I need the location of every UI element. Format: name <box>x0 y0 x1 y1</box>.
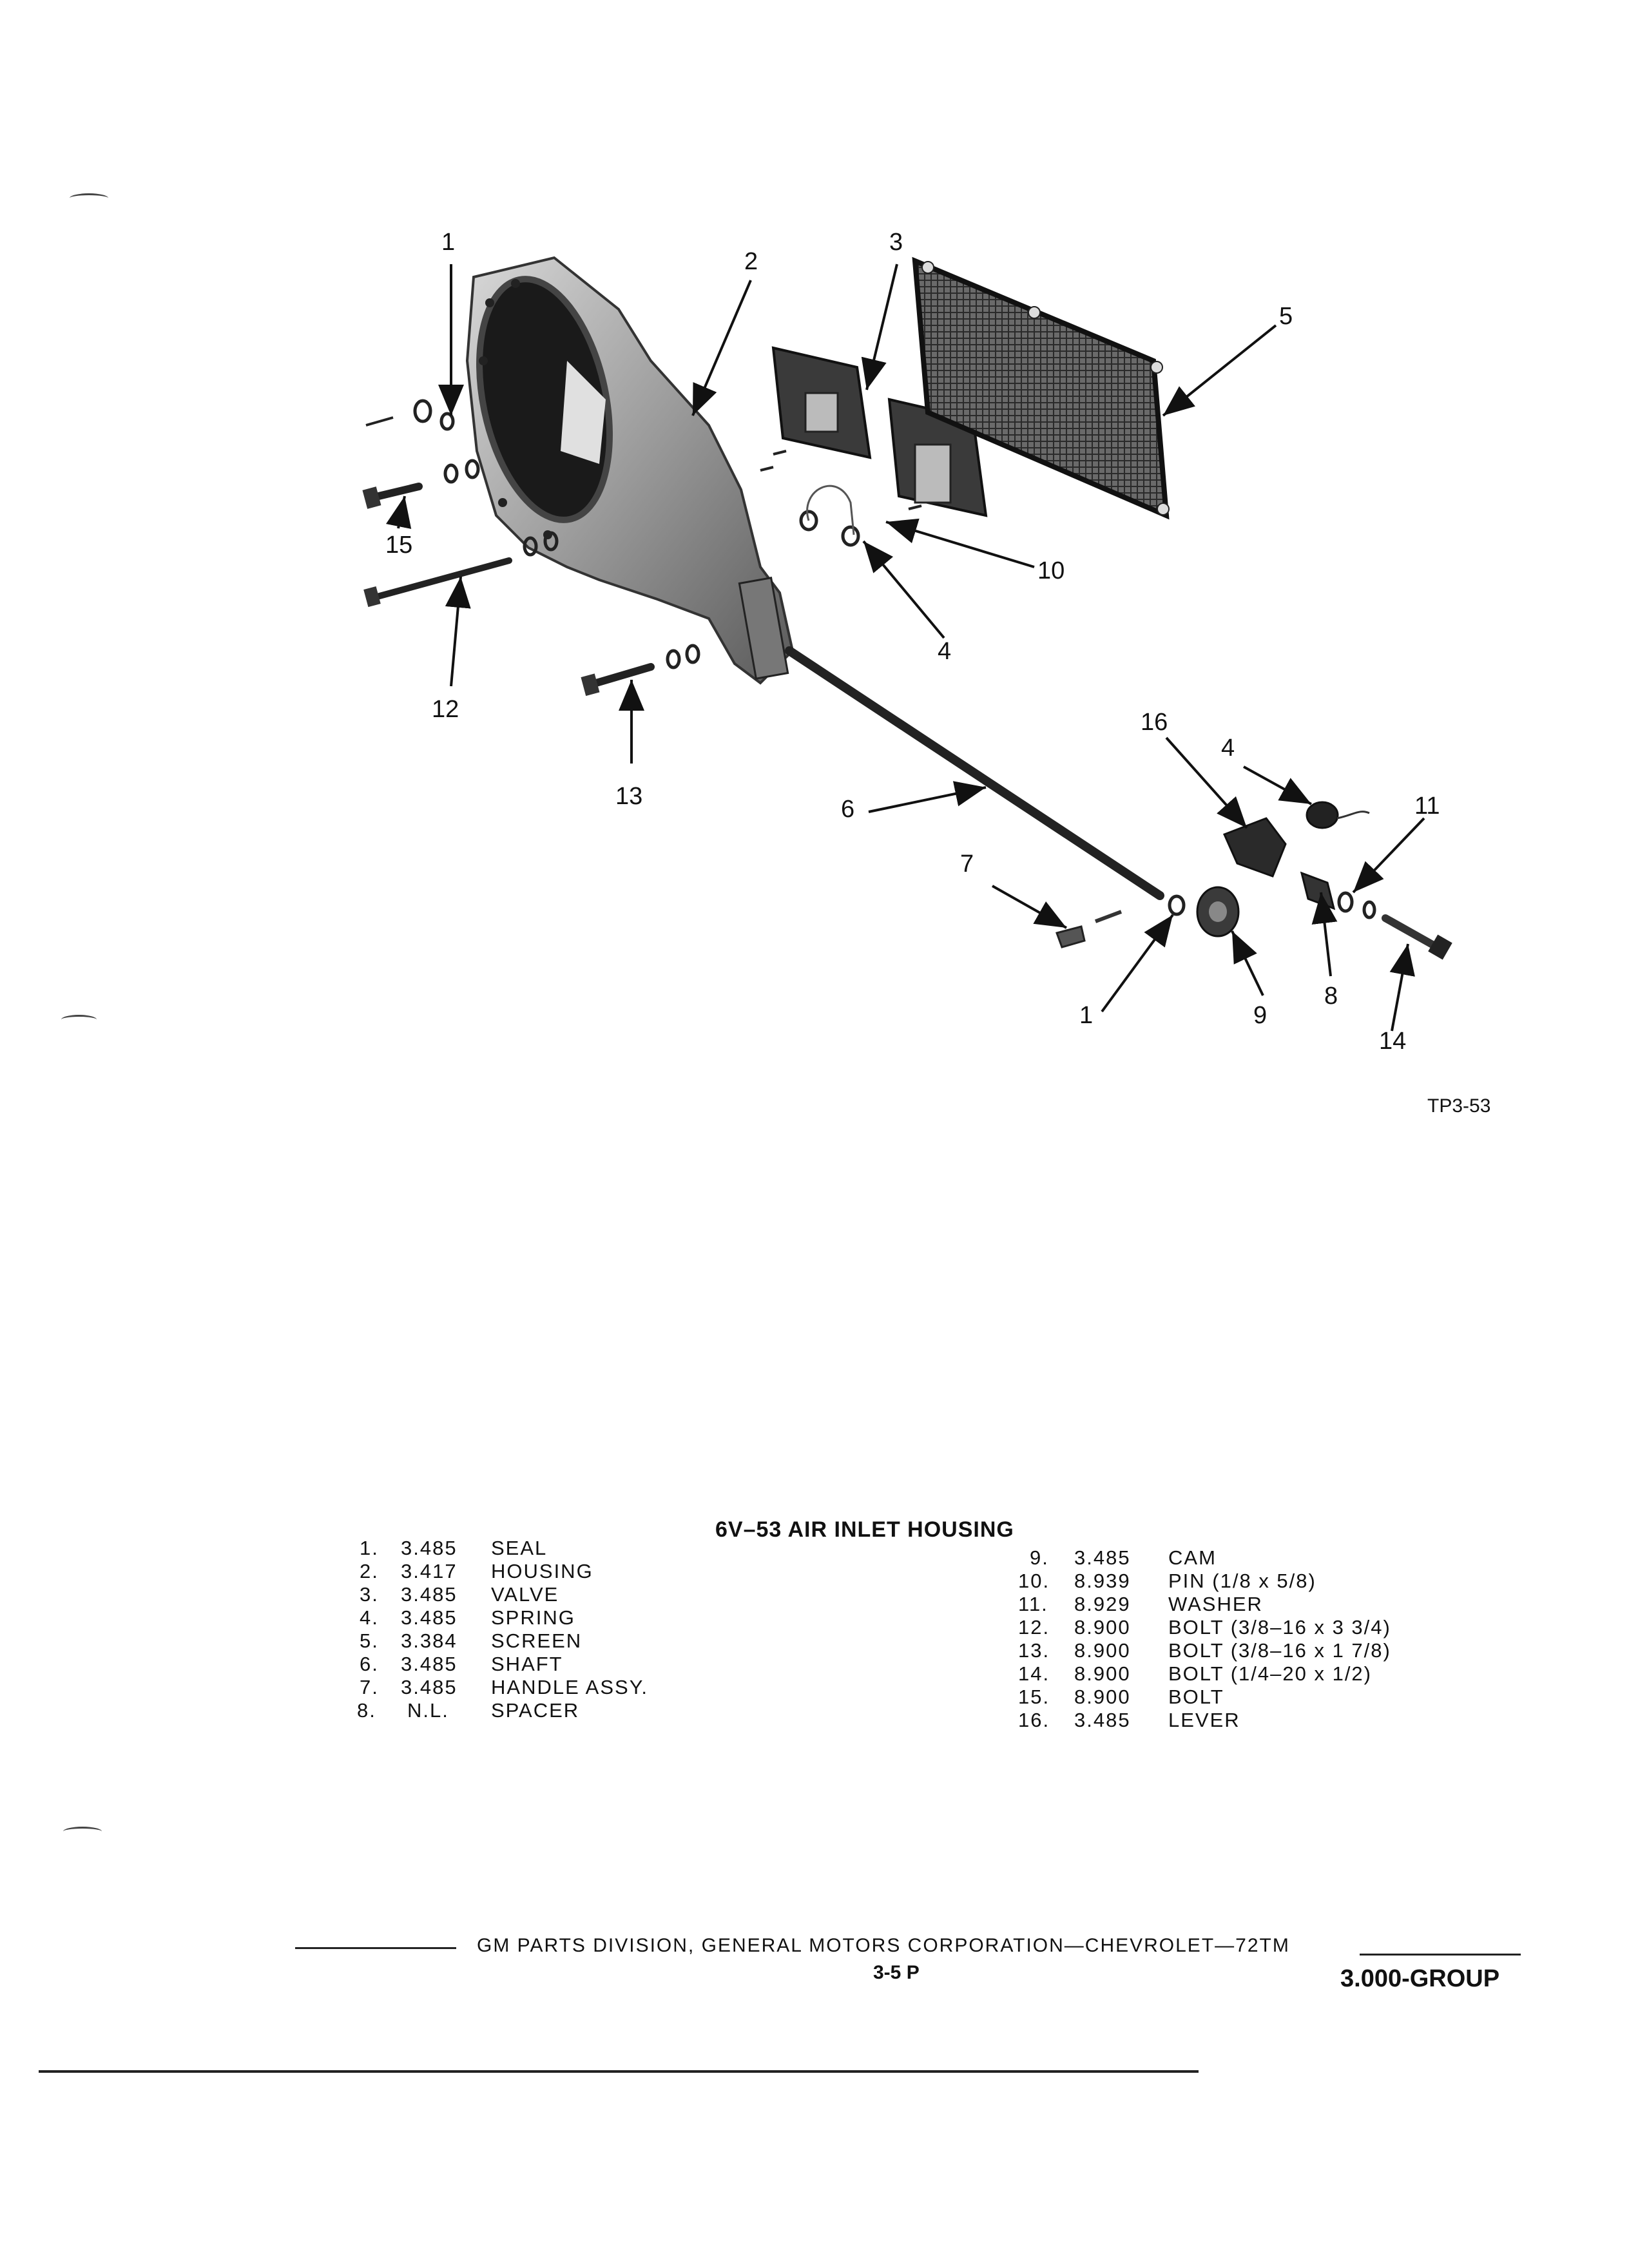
leader-lines <box>385 264 1425 1032</box>
shaft-part <box>785 646 1164 900</box>
figure-reference: TP3-53 <box>1427 1095 1491 1117</box>
callout-label: 10 <box>1037 557 1065 584</box>
footer-rule-left <box>295 1947 456 1949</box>
air-inlet-housing <box>465 256 795 685</box>
callout-label: 15 <box>385 532 413 559</box>
group-number: 8.929 <box>1074 1593 1131 1615</box>
spring-part <box>806 485 855 535</box>
part-name: BOLT (1/4–20 x 1/2) <box>1168 1662 1373 1685</box>
part-name: BOLT (3/8–16 x 3 3/4) <box>1168 1616 1391 1639</box>
group-number: 8.900 <box>1074 1662 1131 1685</box>
callout-label: 4 <box>938 638 952 665</box>
part-number: 10. <box>1018 1570 1050 1592</box>
group-number: 8.939 <box>1074 1570 1131 1592</box>
part-name: SPACER <box>491 1699 580 1722</box>
part-number: 14. <box>1018 1662 1050 1685</box>
part-number: 12. <box>1018 1616 1050 1639</box>
group-number: 3.485 <box>401 1606 458 1629</box>
margin-mark <box>61 1015 97 1024</box>
section-group: 3.000-GROUP <box>1340 1965 1500 1992</box>
group-number: 8.900 <box>1074 1686 1131 1708</box>
alignment-lines <box>365 416 922 510</box>
part-name: PIN (1/8 x 5/8) <box>1168 1570 1316 1592</box>
group-number: 3.384 <box>401 1629 458 1652</box>
part-name: HOUSING <box>491 1560 593 1582</box>
callout-label: 7 <box>960 850 974 878</box>
seal-washer-parts <box>413 399 1376 919</box>
screen-part <box>912 256 1170 520</box>
part-number: 11. <box>1018 1593 1048 1615</box>
part-number: 9. <box>1030 1546 1049 1569</box>
page-bottom-rule <box>39 2070 1199 2073</box>
callout-label: 12 <box>432 696 459 723</box>
callout-label: 11 <box>1414 793 1440 820</box>
part-name: BOLT (3/8–16 x 1 7/8) <box>1168 1639 1391 1662</box>
callout-label: 4 <box>1221 735 1235 762</box>
footer-publisher: GM PARTS DIVISION, GENERAL MOTORS CORPOR… <box>477 1935 1290 1956</box>
part-number: 5. <box>360 1629 379 1652</box>
callout-label: 5 <box>1279 303 1293 330</box>
part-number: 6. <box>360 1653 379 1675</box>
callout-label: 16 <box>1141 709 1168 736</box>
callout-label: 14 <box>1379 1028 1407 1055</box>
bolt-parts <box>362 483 1452 960</box>
part-name: CAM <box>1168 1546 1217 1569</box>
part-number: 15. <box>1018 1686 1050 1708</box>
part-number: 3. <box>360 1583 379 1606</box>
callout-label: 8 <box>1324 983 1338 1010</box>
part-number: 2. <box>360 1560 379 1582</box>
part-name: WASHER <box>1168 1593 1263 1615</box>
part-name: SHAFT <box>491 1653 563 1675</box>
part-number: 7. <box>360 1676 379 1698</box>
parts-list-title: 6V–53 AIR INLET HOUSING <box>715 1517 1014 1542</box>
callout-label: 6 <box>841 796 855 823</box>
part-name: LEVER <box>1168 1709 1240 1731</box>
callout-label: 2 <box>744 248 758 275</box>
lever-cam-assembly <box>1055 801 1370 948</box>
part-name: HANDLE ASSY. <box>491 1676 648 1698</box>
margin-mark <box>70 193 108 203</box>
page-number: 3-5 P <box>873 1962 920 1983</box>
callout-label: 1 <box>441 229 456 256</box>
callout-label: 9 <box>1253 1002 1268 1029</box>
group-number: 3.417 <box>401 1560 458 1582</box>
margin-mark <box>63 1827 102 1836</box>
group-number: 8.900 <box>1074 1616 1131 1639</box>
part-name: SCREEN <box>491 1629 583 1652</box>
callout-label: 13 <box>615 783 643 810</box>
group-number: 3.485 <box>401 1537 458 1559</box>
group-number: N.L. <box>407 1699 449 1722</box>
part-number: 4. <box>360 1606 379 1629</box>
part-name: BOLT <box>1168 1686 1224 1708</box>
footer-rule-right <box>1360 1954 1521 1956</box>
group-number: 3.485 <box>401 1676 458 1698</box>
part-number: 13. <box>1018 1639 1050 1662</box>
part-name: SPRING <box>491 1606 575 1629</box>
callout-label: 1 <box>1079 1002 1094 1029</box>
part-number: 8. <box>357 1699 376 1722</box>
group-number: 3.485 <box>401 1583 458 1606</box>
group-number: 8.900 <box>1074 1639 1131 1662</box>
part-number: 16. <box>1018 1709 1050 1731</box>
part-number: 1. <box>360 1537 379 1559</box>
group-number: 3.485 <box>1074 1546 1131 1569</box>
part-name: SEAL <box>491 1537 548 1559</box>
group-number: 3.485 <box>401 1653 458 1675</box>
callout-label: 3 <box>889 229 903 256</box>
group-number: 3.485 <box>1074 1709 1131 1731</box>
part-name: VALVE <box>491 1583 559 1606</box>
